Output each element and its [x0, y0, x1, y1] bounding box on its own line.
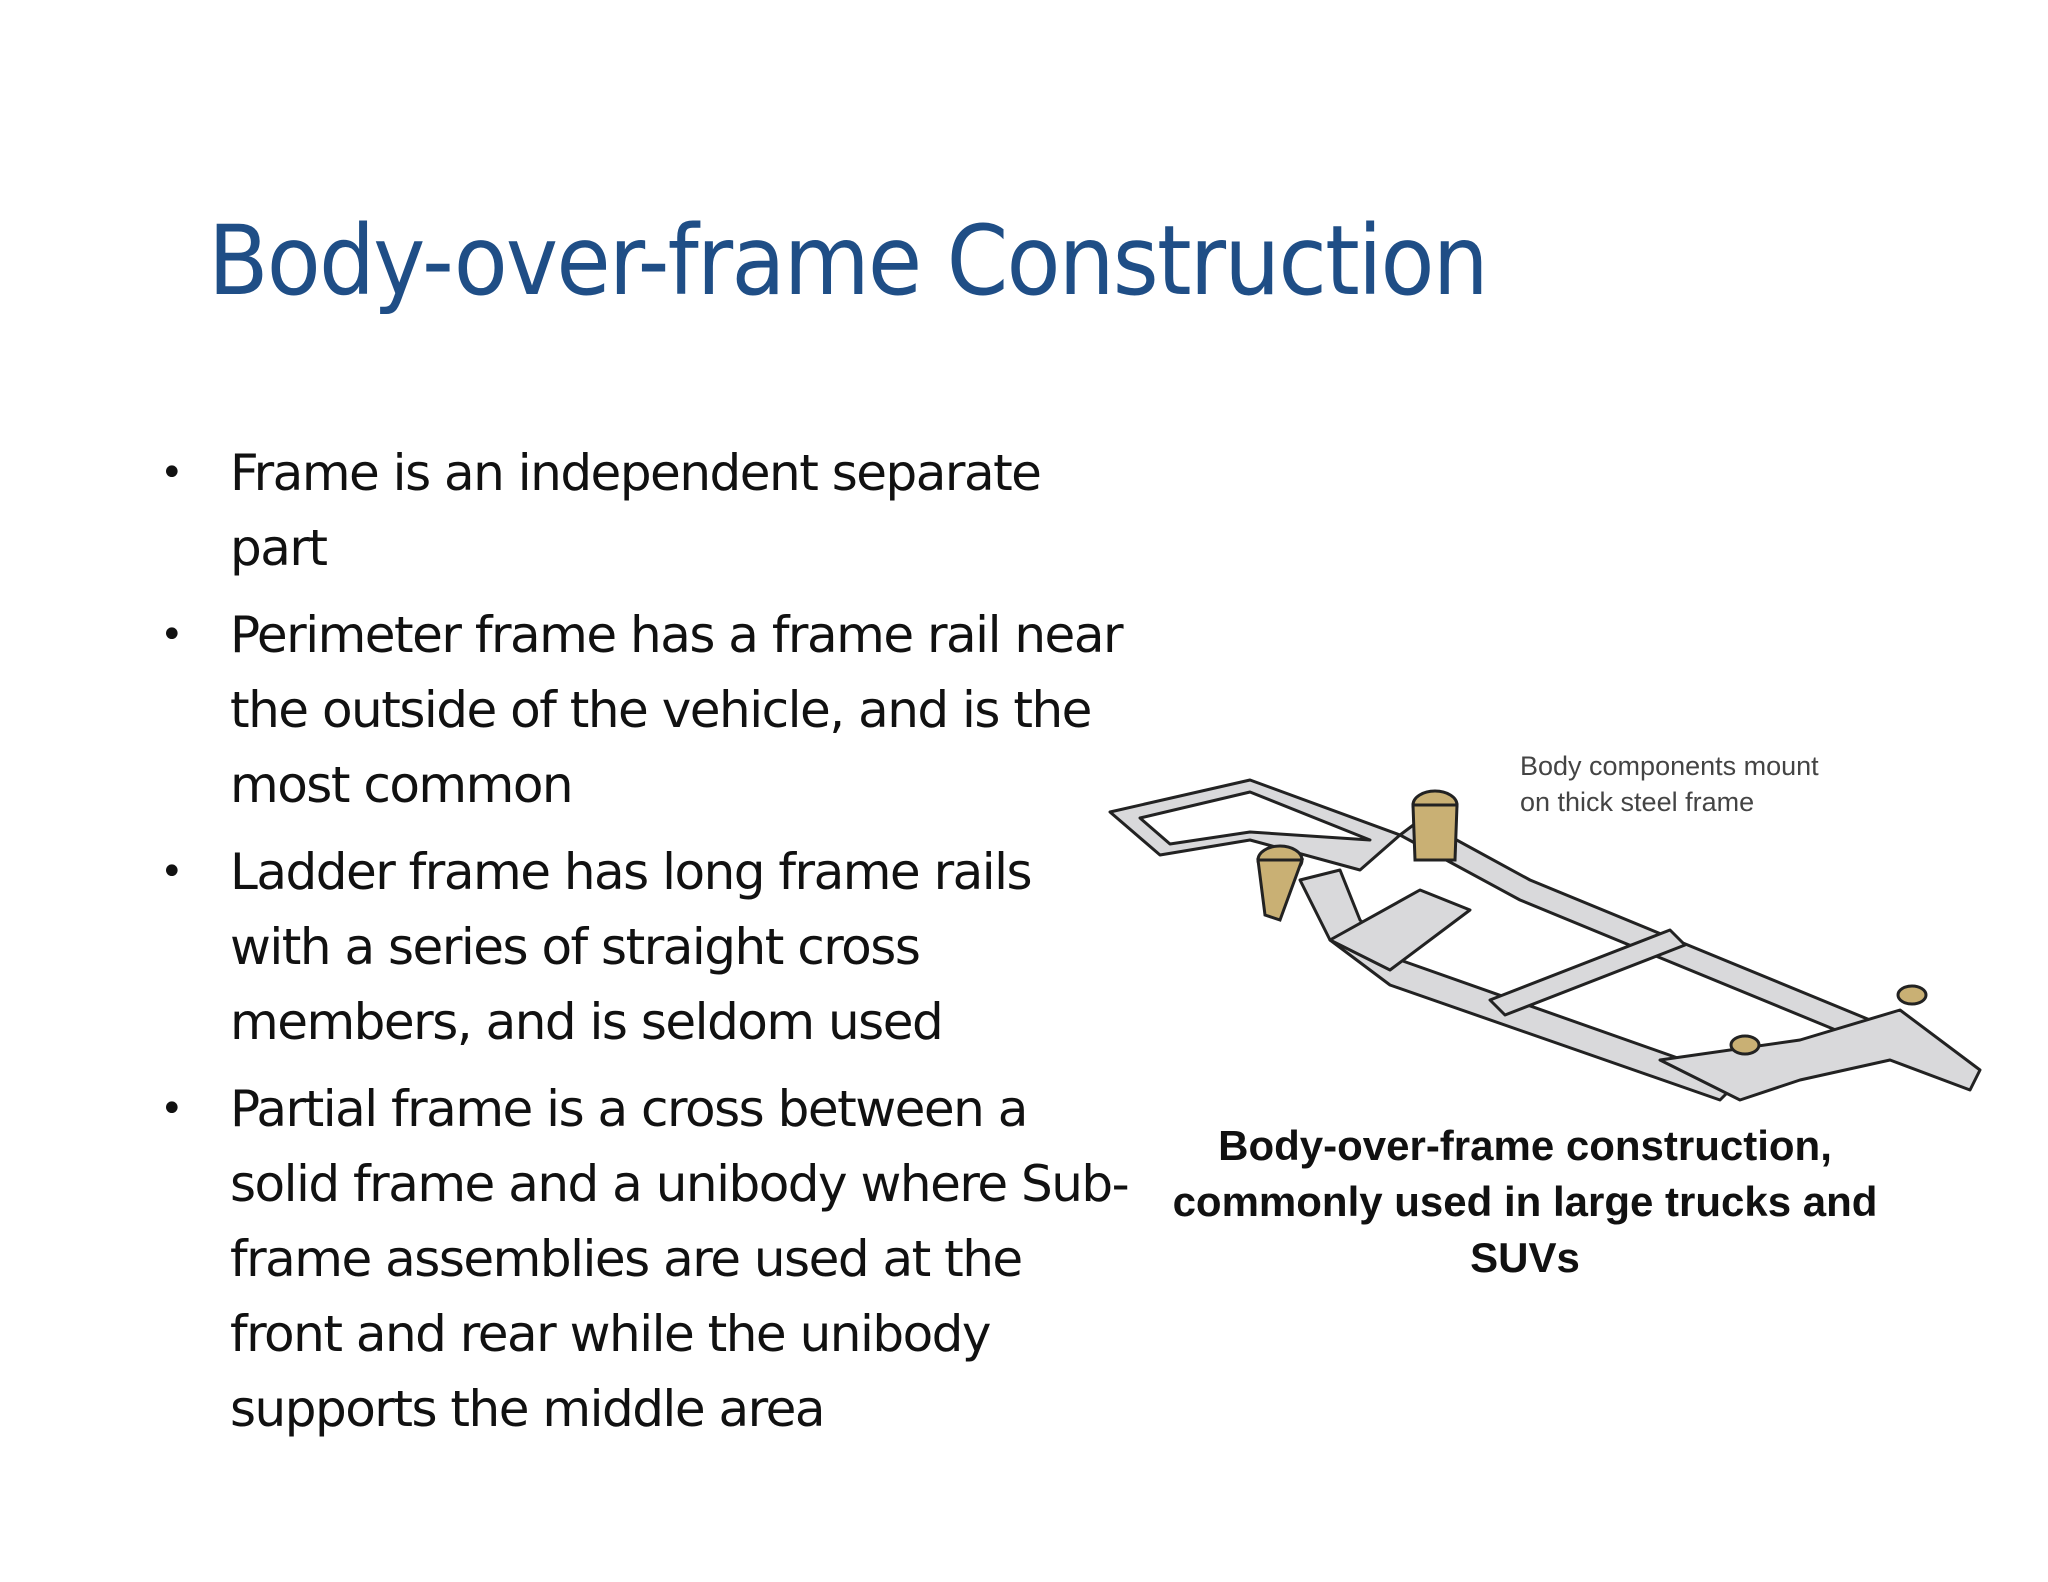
bullet-item: •Perimeter frame has a frame rail near t…: [160, 598, 1140, 823]
figure-caption: Body-over-frame construction, commonly u…: [1172, 1122, 1878, 1281]
bullet-icon: •: [160, 612, 184, 658]
bullet-icon: •: [160, 849, 184, 895]
bullet-icon: •: [160, 450, 184, 496]
vehicle-frame-illustration: [1108, 778, 1982, 1102]
bullet-list: •Frame is an independent separate part •…: [160, 436, 1140, 1459]
slide-title: Body-over-frame Construction: [208, 205, 1489, 317]
bullet-icon: •: [160, 1086, 184, 1132]
figure-annotation: Body components mount on thick steel fra…: [1520, 751, 1819, 817]
bullet-item: •Ladder frame has long frame rails with …: [160, 835, 1140, 1060]
bullet-item: •Partial frame is a cross between a soli…: [160, 1072, 1140, 1447]
bullet-item: •Frame is an independent separate part: [160, 436, 1140, 586]
